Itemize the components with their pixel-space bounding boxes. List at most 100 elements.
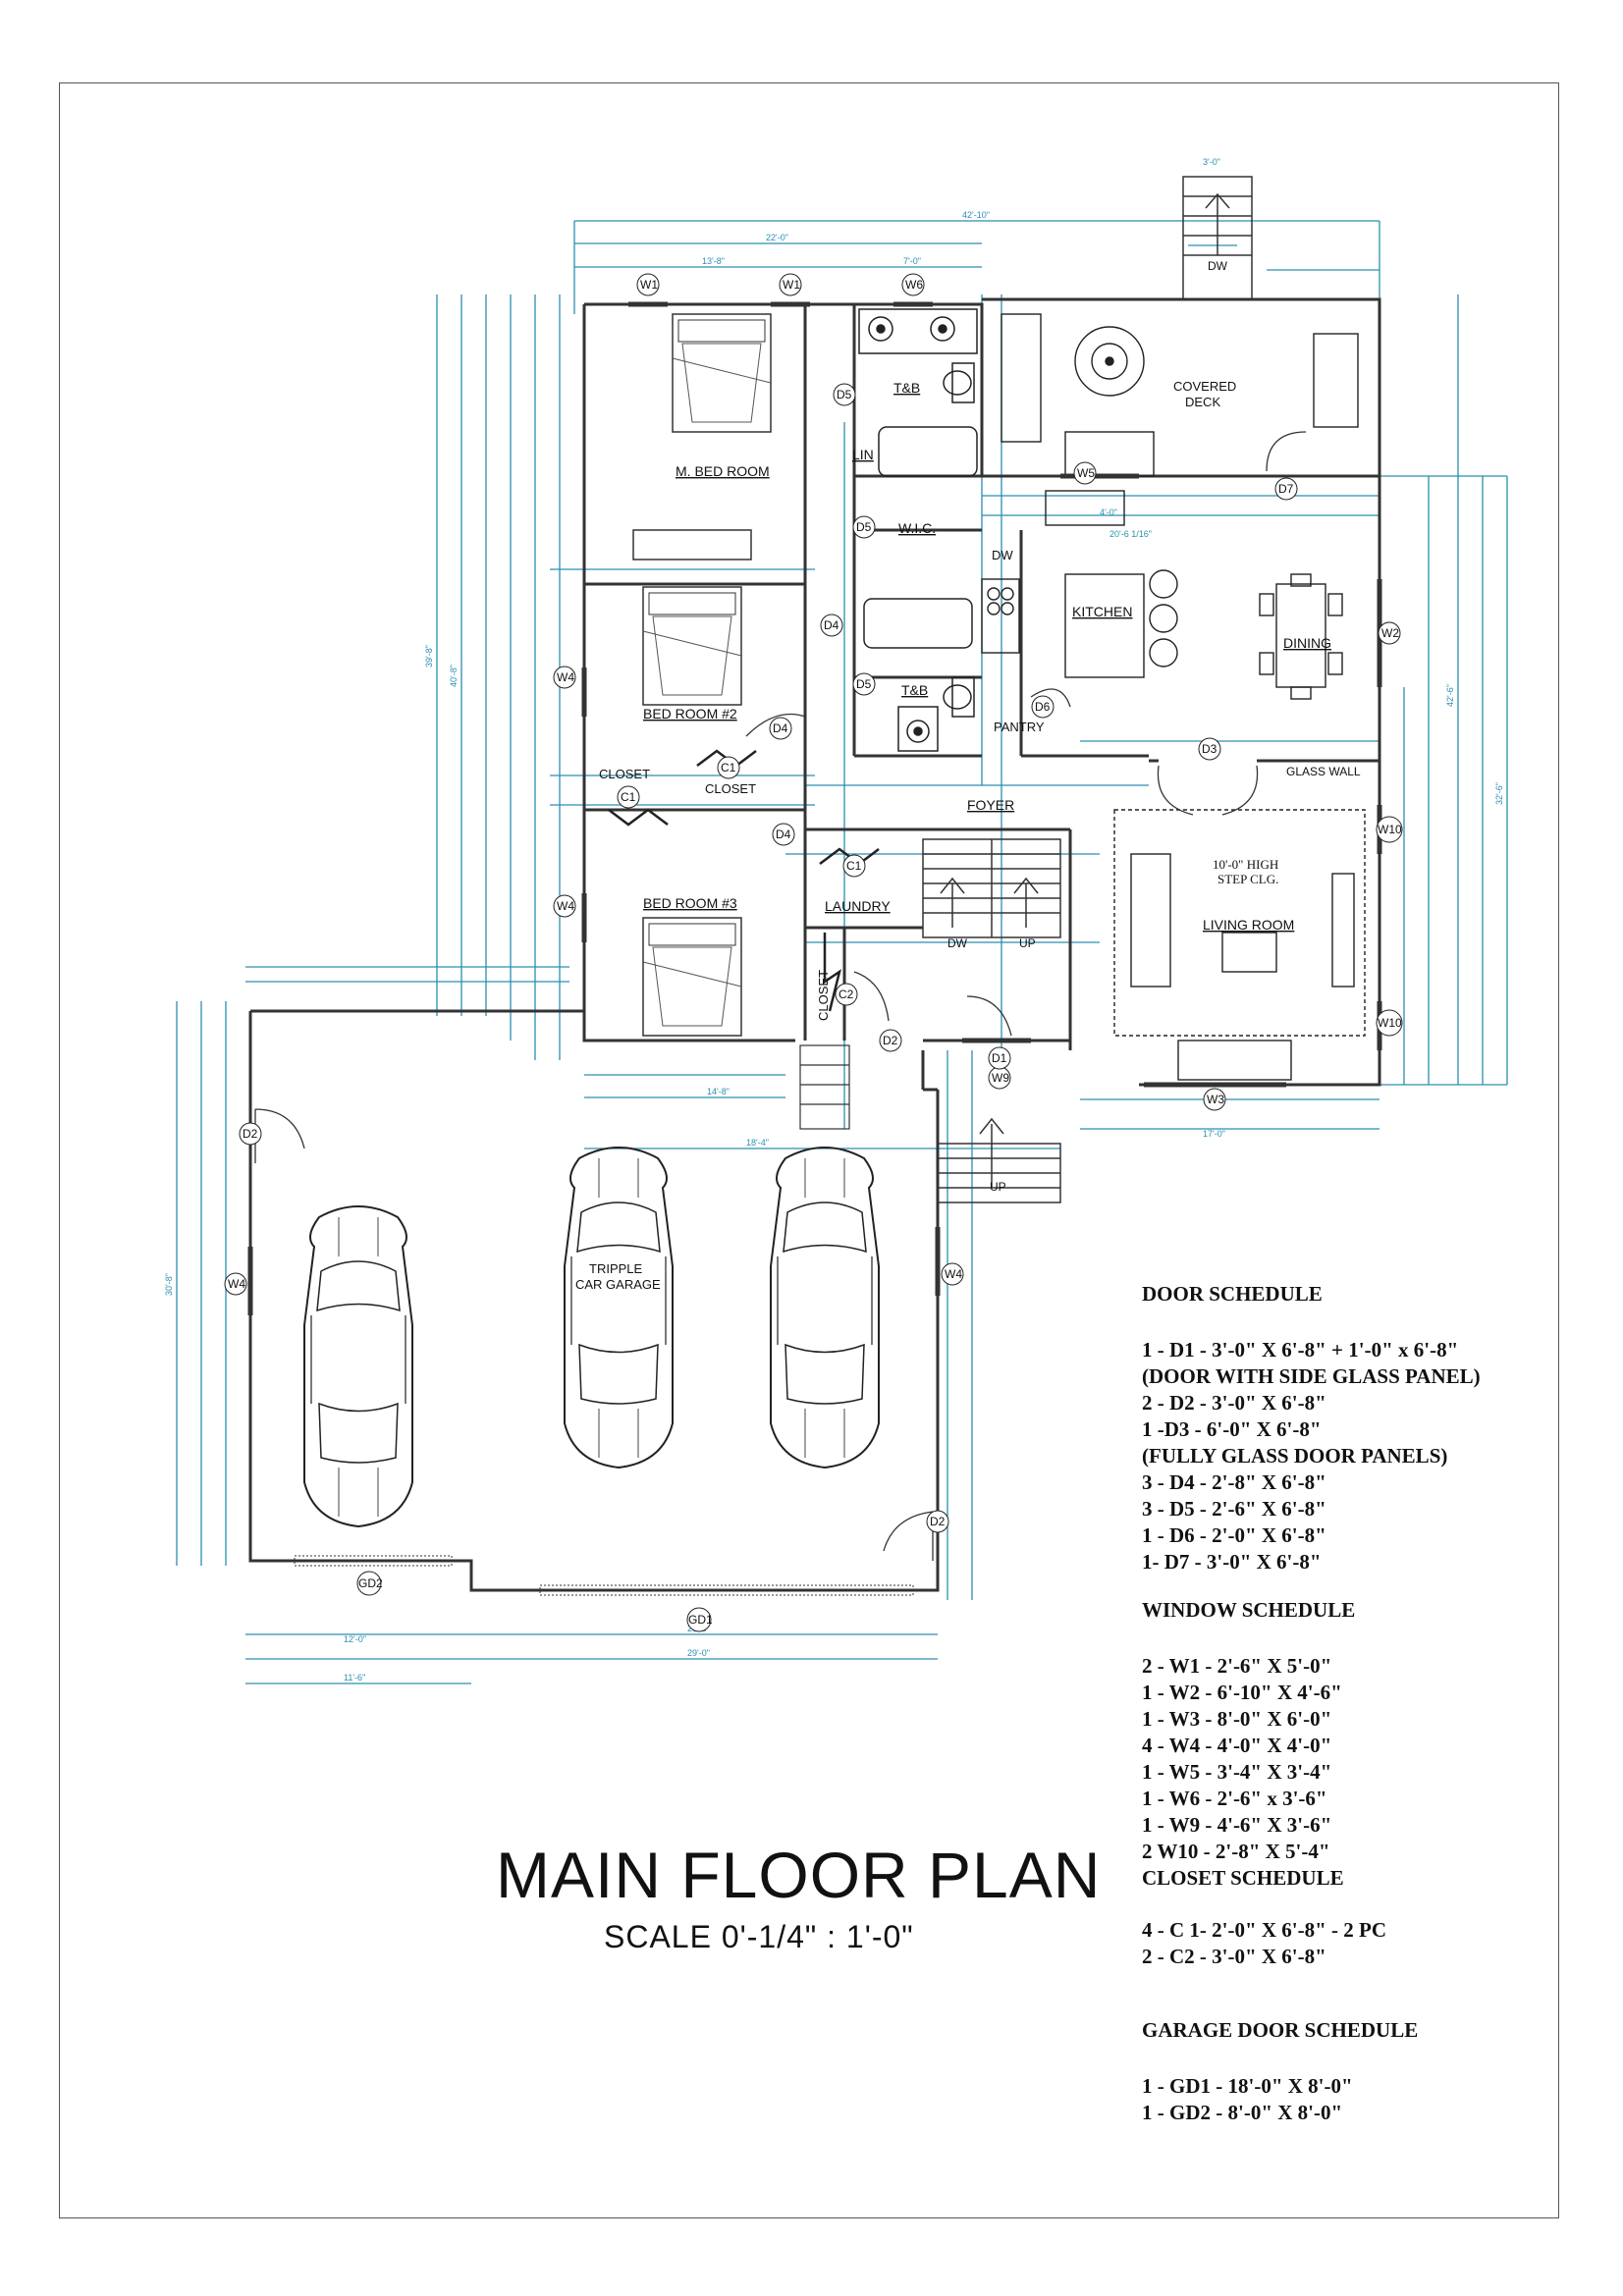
tag-d7: D7 (1274, 477, 1298, 501)
room-labels: M. BED ROOM BED ROOM #2 BED ROOM #3 T&B … (575, 259, 1361, 1292)
living-furniture (1113, 809, 1366, 1081)
dim-top-left: 22'-0" (766, 233, 788, 242)
tag-d4b: D4 (769, 717, 792, 740)
label-step-ceiling-1: 10'-0" HIGH (1213, 857, 1278, 872)
door-schedule-item: 1- D7 - 3'-0" X 6'-8" (1142, 1550, 1322, 1574)
garage-doors (294, 1555, 914, 1596)
svg-text:GD1: GD1 (688, 1613, 713, 1627)
window-schedule-item: 2 W10 - 2'-8" X 5'-4" (1142, 1840, 1330, 1863)
tag-c2: C2 (835, 983, 858, 1006)
tag-w4b: W4 (553, 894, 576, 918)
label-closet-3: CLOSET (816, 970, 831, 1021)
label-living-room: LIVING ROOM (1203, 917, 1294, 933)
label-garage-1: TRIPPLE (589, 1261, 643, 1276)
svg-text:C1: C1 (621, 790, 636, 804)
closet-schedule-title: CLOSET SCHEDULE (1142, 1866, 1344, 1890)
label-dining: DINING (1283, 635, 1331, 651)
kitchen-fixtures (981, 490, 1343, 700)
svg-text:W2: W2 (1381, 626, 1399, 640)
tag-d6: D6 (1031, 695, 1055, 719)
bed-2 (642, 586, 742, 706)
dim-top-a: 13'-8" (702, 256, 725, 266)
tag-gd1: GD1 (686, 1607, 713, 1632)
label-linen: LIN (852, 447, 874, 462)
window-schedule-item: 4 - W4 - 4'-0" X 4'-0" (1142, 1734, 1332, 1757)
schedules-panel: DOOR SCHEDULE 1 - D1 - 3'-0" X 6'-8" + 1… (1142, 1281, 1554, 2126)
car-right (770, 1147, 880, 1468)
svg-text:W1: W1 (783, 278, 800, 292)
garage-door-schedule-item: 1 - GD1 - 18'-0" X 8'-0" (1142, 2074, 1353, 2098)
closet-schedule-item: 4 - C 1- 2'-0" X 6'-8" - 2 PC (1142, 1918, 1387, 1942)
dimension-labels: 42'-10" 22'-0" 13'-8" 7'-0" 3'-0" 20'-6 … (164, 157, 1504, 1682)
svg-text:D2: D2 (930, 1515, 946, 1528)
label-tb-2: T&B (901, 682, 928, 698)
dim-living-width: 17'-0" (1203, 1129, 1225, 1139)
label-deck-stair-down: DW (1208, 259, 1228, 273)
dim-bed3-width: 14'-8" (707, 1087, 730, 1096)
door-schedule-item: 1 - D1 - 3'-0" X 6'-8" + 1'-0" x 6'-8" (1142, 1338, 1459, 1362)
tag-w10a: W10 (1376, 816, 1403, 843)
tag-d4a: D4 (820, 614, 843, 637)
dim-side-left-2: 40'-8" (449, 665, 459, 687)
dim-garage-depth: 30'-8" (164, 1273, 174, 1296)
door-schedule-item: 3 - D4 - 2'-8" X 6'-8" (1142, 1470, 1326, 1494)
door-schedule-title: DOOR SCHEDULE (1142, 1282, 1323, 1306)
door-schedule-item: (DOOR WITH SIDE GLASS PANEL) (1142, 1364, 1481, 1388)
svg-text:GD2: GD2 (358, 1576, 383, 1590)
svg-text:D7: D7 (1278, 482, 1294, 496)
tag-w3: W3 (1203, 1088, 1226, 1111)
window-schedule-title: WINDOW SCHEDULE (1142, 1598, 1356, 1622)
door-schedule: 1 - D1 - 3'-0" X 6'-8" + 1'-0" x 6'-8" (… (1142, 1337, 1554, 1575)
svg-text:D5: D5 (837, 388, 852, 401)
svg-text:C1: C1 (846, 859, 862, 873)
deck-stairs (1182, 176, 1253, 300)
door-schedule-item: 2 - D2 - 3'-0" X 6'-8" (1142, 1391, 1326, 1415)
svg-text:W6: W6 (905, 278, 923, 292)
master-dresser (632, 529, 752, 561)
label-closet-2: CLOSET (705, 781, 756, 796)
svg-text:W10: W10 (1378, 1016, 1402, 1030)
door-schedule-item: 1 - D6 - 2'-0" X 6'-8" (1142, 1523, 1326, 1547)
tag-w4a: W4 (553, 666, 576, 689)
label-wic: W.I.C. (898, 520, 936, 536)
tag-d5b: D5 (852, 515, 876, 539)
tag-d5c: D5 (852, 672, 876, 696)
closet-schedule: 4 - C 1- 2'-0" X 6'-8" - 2 PC 2 - C2 - 3… (1142, 1917, 1554, 1970)
tag-d5a: D5 (833, 383, 856, 406)
window-schedule: 2 - W1 - 2'-6" X 5'-0" 1 - W2 - 6'-10" X… (1142, 1653, 1554, 1865)
label-master-bedroom: M. BED ROOM (676, 463, 770, 479)
dim-garage-width: 29'-0" (687, 1648, 710, 1658)
tag-d3: D3 (1198, 737, 1221, 761)
dim-stair-top: 3'-0" (1203, 157, 1220, 167)
tag-w6: W6 (901, 273, 925, 296)
garage-door-schedule-item: 1 - GD2 - 8'-0" X 8'-0" (1142, 2101, 1343, 2124)
tag-gd2: GD2 (356, 1571, 383, 1596)
label-glass-wall: GLASS WALL (1286, 765, 1361, 778)
door-schedule-item: (FULLY GLASS DOOR PANELS) (1142, 1444, 1448, 1468)
tag-w1b: W1 (779, 273, 802, 296)
dim-side-left: 39'-8" (424, 645, 434, 667)
svg-text:W9: W9 (992, 1071, 1009, 1085)
label-dishwasher: DW (992, 548, 1013, 562)
master-bed (672, 313, 772, 433)
door-swings (254, 431, 1307, 1561)
window-schedule-item: 2 - W1 - 2'-6" X 5'-0" (1142, 1654, 1332, 1678)
svg-text:W4: W4 (557, 670, 574, 684)
dim-side-right: 42'-6" (1445, 684, 1455, 707)
window-schedule-item: 1 - W3 - 8'-0" X 6'-0" (1142, 1707, 1332, 1731)
label-tb-1: T&B (893, 380, 920, 396)
svg-text:D2: D2 (883, 1034, 898, 1047)
dim-foyer-width: 18'-4" (746, 1138, 769, 1148)
label-entry-up: UP (990, 1180, 1006, 1194)
dim-side-right-2: 32'-6" (1494, 782, 1504, 805)
svg-text:W4: W4 (557, 899, 574, 913)
window-schedule-item: 1 - W9 - 4'-6" X 3'-6" (1142, 1813, 1332, 1837)
dim-kitchen-width: 4'-0" (1100, 507, 1117, 517)
tag-c1c: C1 (842, 854, 866, 878)
label-kitchen: KITCHEN (1072, 604, 1132, 619)
svg-text:W4: W4 (228, 1277, 245, 1291)
bed-3 (642, 917, 742, 1037)
svg-text:D4: D4 (773, 721, 788, 735)
dim-garage-left-2: 11'-6" (344, 1673, 365, 1682)
